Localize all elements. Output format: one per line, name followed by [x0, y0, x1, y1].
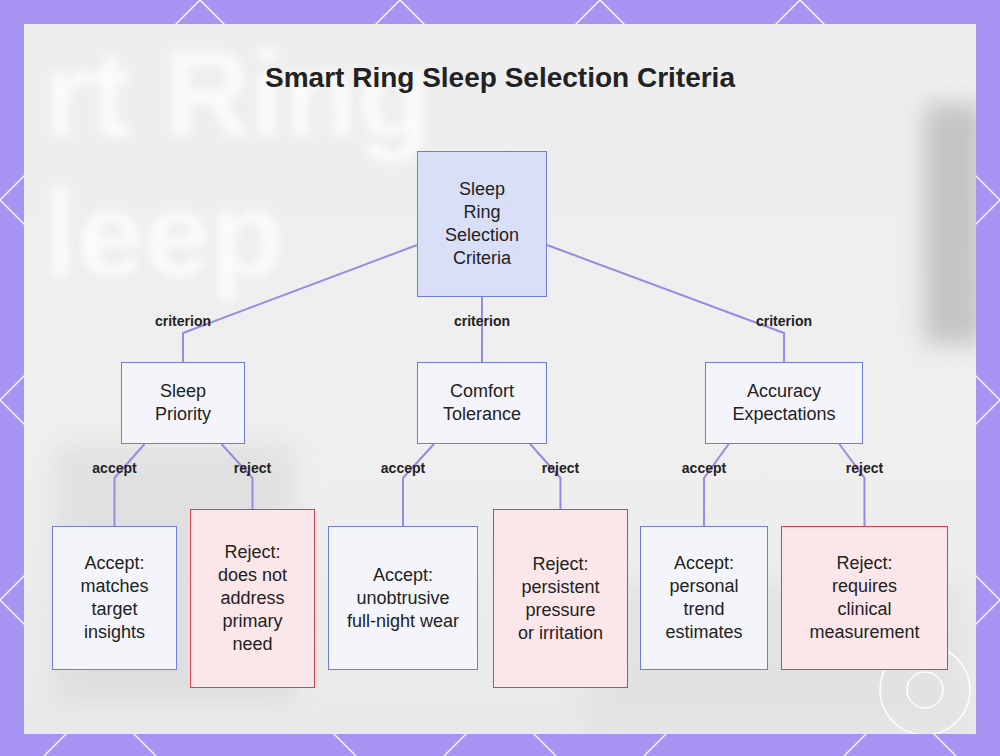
reject-box: Reject: does not address primary need	[190, 509, 315, 688]
node-text: Reject: does not address primary need	[206, 541, 299, 656]
edge-label: reject	[232, 460, 273, 476]
edge-label: accept	[379, 460, 427, 476]
edge-label: accept	[680, 460, 728, 476]
edge-label: criterion	[452, 313, 512, 329]
connector-path	[530, 444, 560, 509]
edge-label: reject	[844, 460, 885, 476]
edge-label: criterion	[754, 313, 814, 329]
connector-line	[839, 444, 864, 526]
criterion-box: Comfort Tolerance	[417, 362, 547, 444]
connector-line	[530, 444, 560, 509]
node-text: Sleep Ring Selection Criteria	[440, 178, 524, 270]
diagram-title: Smart Ring Sleep Selection Criteria	[0, 62, 1000, 94]
connector-path	[704, 444, 729, 526]
accept-box: Accept: matches target insights	[52, 526, 177, 670]
node-text: Accept: matches target insights	[63, 552, 166, 644]
connector-line	[547, 245, 784, 362]
node-text: Sleep Priority	[134, 380, 232, 426]
node-text: Accept: unobtrusive full-night wear	[344, 564, 462, 633]
connector-path	[403, 444, 434, 526]
connector-path	[183, 245, 417, 362]
connector-line	[403, 444, 434, 526]
connector-path	[481, 297, 483, 362]
watermark-text: rt Ring	[44, 34, 431, 154]
node-text: Accept: personal trend estimates	[653, 552, 755, 644]
reject-box: Reject: requires clinical measurement	[781, 526, 948, 670]
root-box: Sleep Ring Selection Criteria	[417, 151, 547, 297]
connector-line	[183, 245, 417, 362]
accept-box: Accept: personal trend estimates	[640, 526, 768, 670]
criterion-box: Accuracy Expectations	[705, 362, 863, 444]
connector-path	[115, 444, 145, 526]
connector-line	[704, 444, 729, 526]
edge-label: criterion	[153, 313, 213, 329]
watermark-text: leep	[44, 174, 284, 294]
connector-line	[115, 444, 145, 526]
connector-path	[221, 444, 252, 509]
connector-path	[839, 444, 864, 526]
node-text: Reject: persistent pressure or irritatio…	[516, 553, 605, 645]
connector-line	[221, 444, 252, 509]
connector-path	[547, 245, 784, 362]
connector-line	[482, 297, 483, 362]
reject-box: Reject: persistent pressure or irritatio…	[493, 509, 628, 688]
node-text: Reject: requires clinical measurement	[805, 552, 924, 644]
edge-label: accept	[90, 460, 138, 476]
node-text: Comfort Tolerance	[430, 380, 534, 426]
criterion-box: Sleep Priority	[121, 362, 245, 444]
edge-label: reject	[540, 460, 581, 476]
accept-box: Accept: unobtrusive full-night wear	[328, 526, 478, 670]
node-text: Accuracy Expectations	[718, 380, 850, 426]
